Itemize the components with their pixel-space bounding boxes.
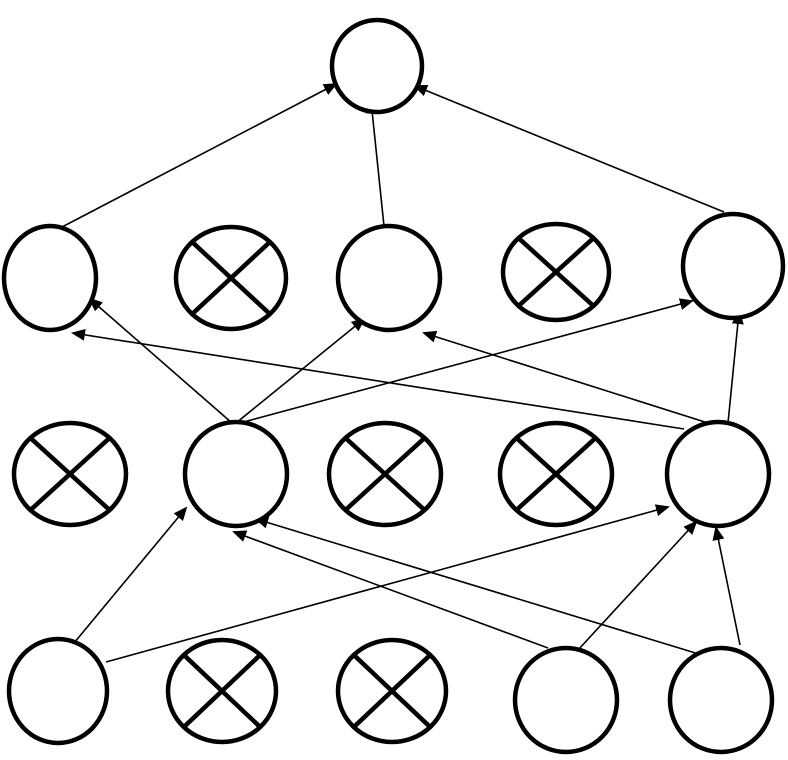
node-out	[329, 17, 425, 115]
arrow-h1_2-to-h2_1	[88, 297, 233, 424]
node-h2_1	[1, 223, 99, 333]
cross-icon-stroke-b	[514, 436, 598, 512]
cross-icon-stroke-b	[28, 436, 112, 512]
node-h2_5	[680, 211, 786, 321]
node-circle	[1, 223, 99, 333]
node-h1_2	[182, 419, 290, 529]
node-h2_3	[335, 223, 443, 333]
node-circle	[512, 645, 620, 755]
node-in_4	[512, 645, 620, 755]
dropped-node-h1_1	[11, 420, 129, 528]
arrow-in_5-to-h1_5	[712, 526, 741, 646]
arrow-h1_2-to-h2_5	[239, 298, 694, 424]
dropped-node-in_3	[335, 637, 449, 745]
arrow-h1_5-to-h2_5	[727, 310, 744, 424]
arrow-in_5-to-h1_2	[254, 516, 703, 656]
cross-icon-stroke-b	[190, 240, 272, 316]
arrow-in_1-to-h1_5	[105, 504, 670, 663]
cross-icon-stroke-b	[343, 436, 427, 512]
node-in_1	[6, 636, 110, 746]
node-circle	[6, 636, 110, 746]
arrow-h1_2-to-h2_3	[235, 317, 366, 424]
nodes	[1, 17, 786, 755]
node-circle	[680, 211, 786, 321]
arrow-h2_5-to-out	[413, 84, 725, 213]
node-circle	[335, 223, 443, 333]
dropped-node-in_2	[165, 637, 279, 745]
edges	[61, 83, 744, 663]
dropped-node-h2_2	[173, 224, 289, 332]
arrow-h2_1-to-out	[61, 83, 338, 228]
arrow-h2_3-to-out	[366, 99, 385, 227]
dropped-node-h1_3	[326, 420, 444, 528]
cross-icon-stroke-b	[517, 236, 595, 308]
node-circle	[664, 419, 772, 529]
arrow-in_4-to-h1_2	[232, 530, 549, 649]
node-in_5	[667, 645, 775, 755]
arrow-in_1-to-h1_2	[73, 506, 188, 644]
arrow-in_4-to-h1_5	[577, 520, 698, 651]
cross-icon-stroke-b	[352, 653, 432, 729]
dropped-node-h1_4	[497, 420, 615, 528]
dropped-node-h2_4	[500, 221, 612, 323]
node-circle	[667, 645, 775, 755]
node-h1_5	[664, 419, 772, 529]
arrow-h1_5-to-h2_3	[422, 330, 709, 424]
arrow-h1_5-to-h2_1	[71, 328, 685, 430]
node-circle	[182, 419, 290, 529]
node-circle	[329, 17, 425, 115]
cross-icon-stroke-b	[182, 653, 262, 729]
